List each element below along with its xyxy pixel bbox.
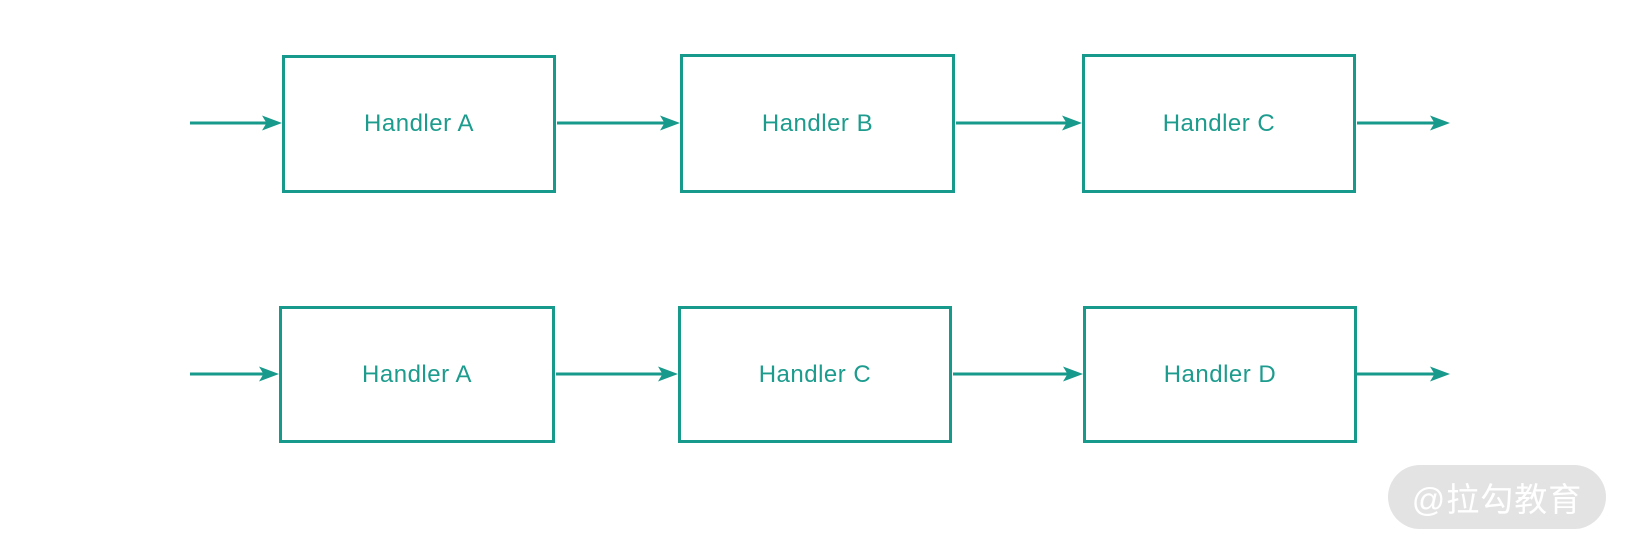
handler-node-chain2-c: Handler C <box>678 306 952 443</box>
arrow-chain2-a-to-c <box>556 366 678 382</box>
watermark-badge: @拉勾教育 <box>1388 465 1606 529</box>
watermark-text: @拉勾教育 <box>1411 481 1583 518</box>
arrow-chain1-a-to-b <box>557 115 680 131</box>
arrow-into-chain1 <box>190 115 282 131</box>
handler-node-chain1-b: Handler B <box>680 54 955 193</box>
handler-node-label: Handler A <box>362 360 472 388</box>
handler-node-label: Handler B <box>761 109 874 137</box>
arrow-into-chain2 <box>190 366 279 382</box>
arrow-chain2-c-to-d <box>953 366 1083 382</box>
handler-node-chain2-d: Handler D <box>1083 306 1357 443</box>
arrow-out-of-chain2 <box>1357 366 1450 382</box>
handler-node-label: Handler C <box>1162 109 1276 137</box>
handler-node-label: Handler A <box>364 110 474 137</box>
arrow-out-of-chain1 <box>1357 115 1450 131</box>
handler-node-label: Handler D <box>1163 360 1277 388</box>
handler-node-chain1-a: Handler A <box>282 55 556 193</box>
handler-node-label: Handler C <box>758 360 872 388</box>
handler-node-chain2-a: Handler A <box>279 306 555 443</box>
arrow-chain1-b-to-c <box>956 115 1082 131</box>
handler-node-chain1-c: Handler C <box>1082 54 1356 193</box>
